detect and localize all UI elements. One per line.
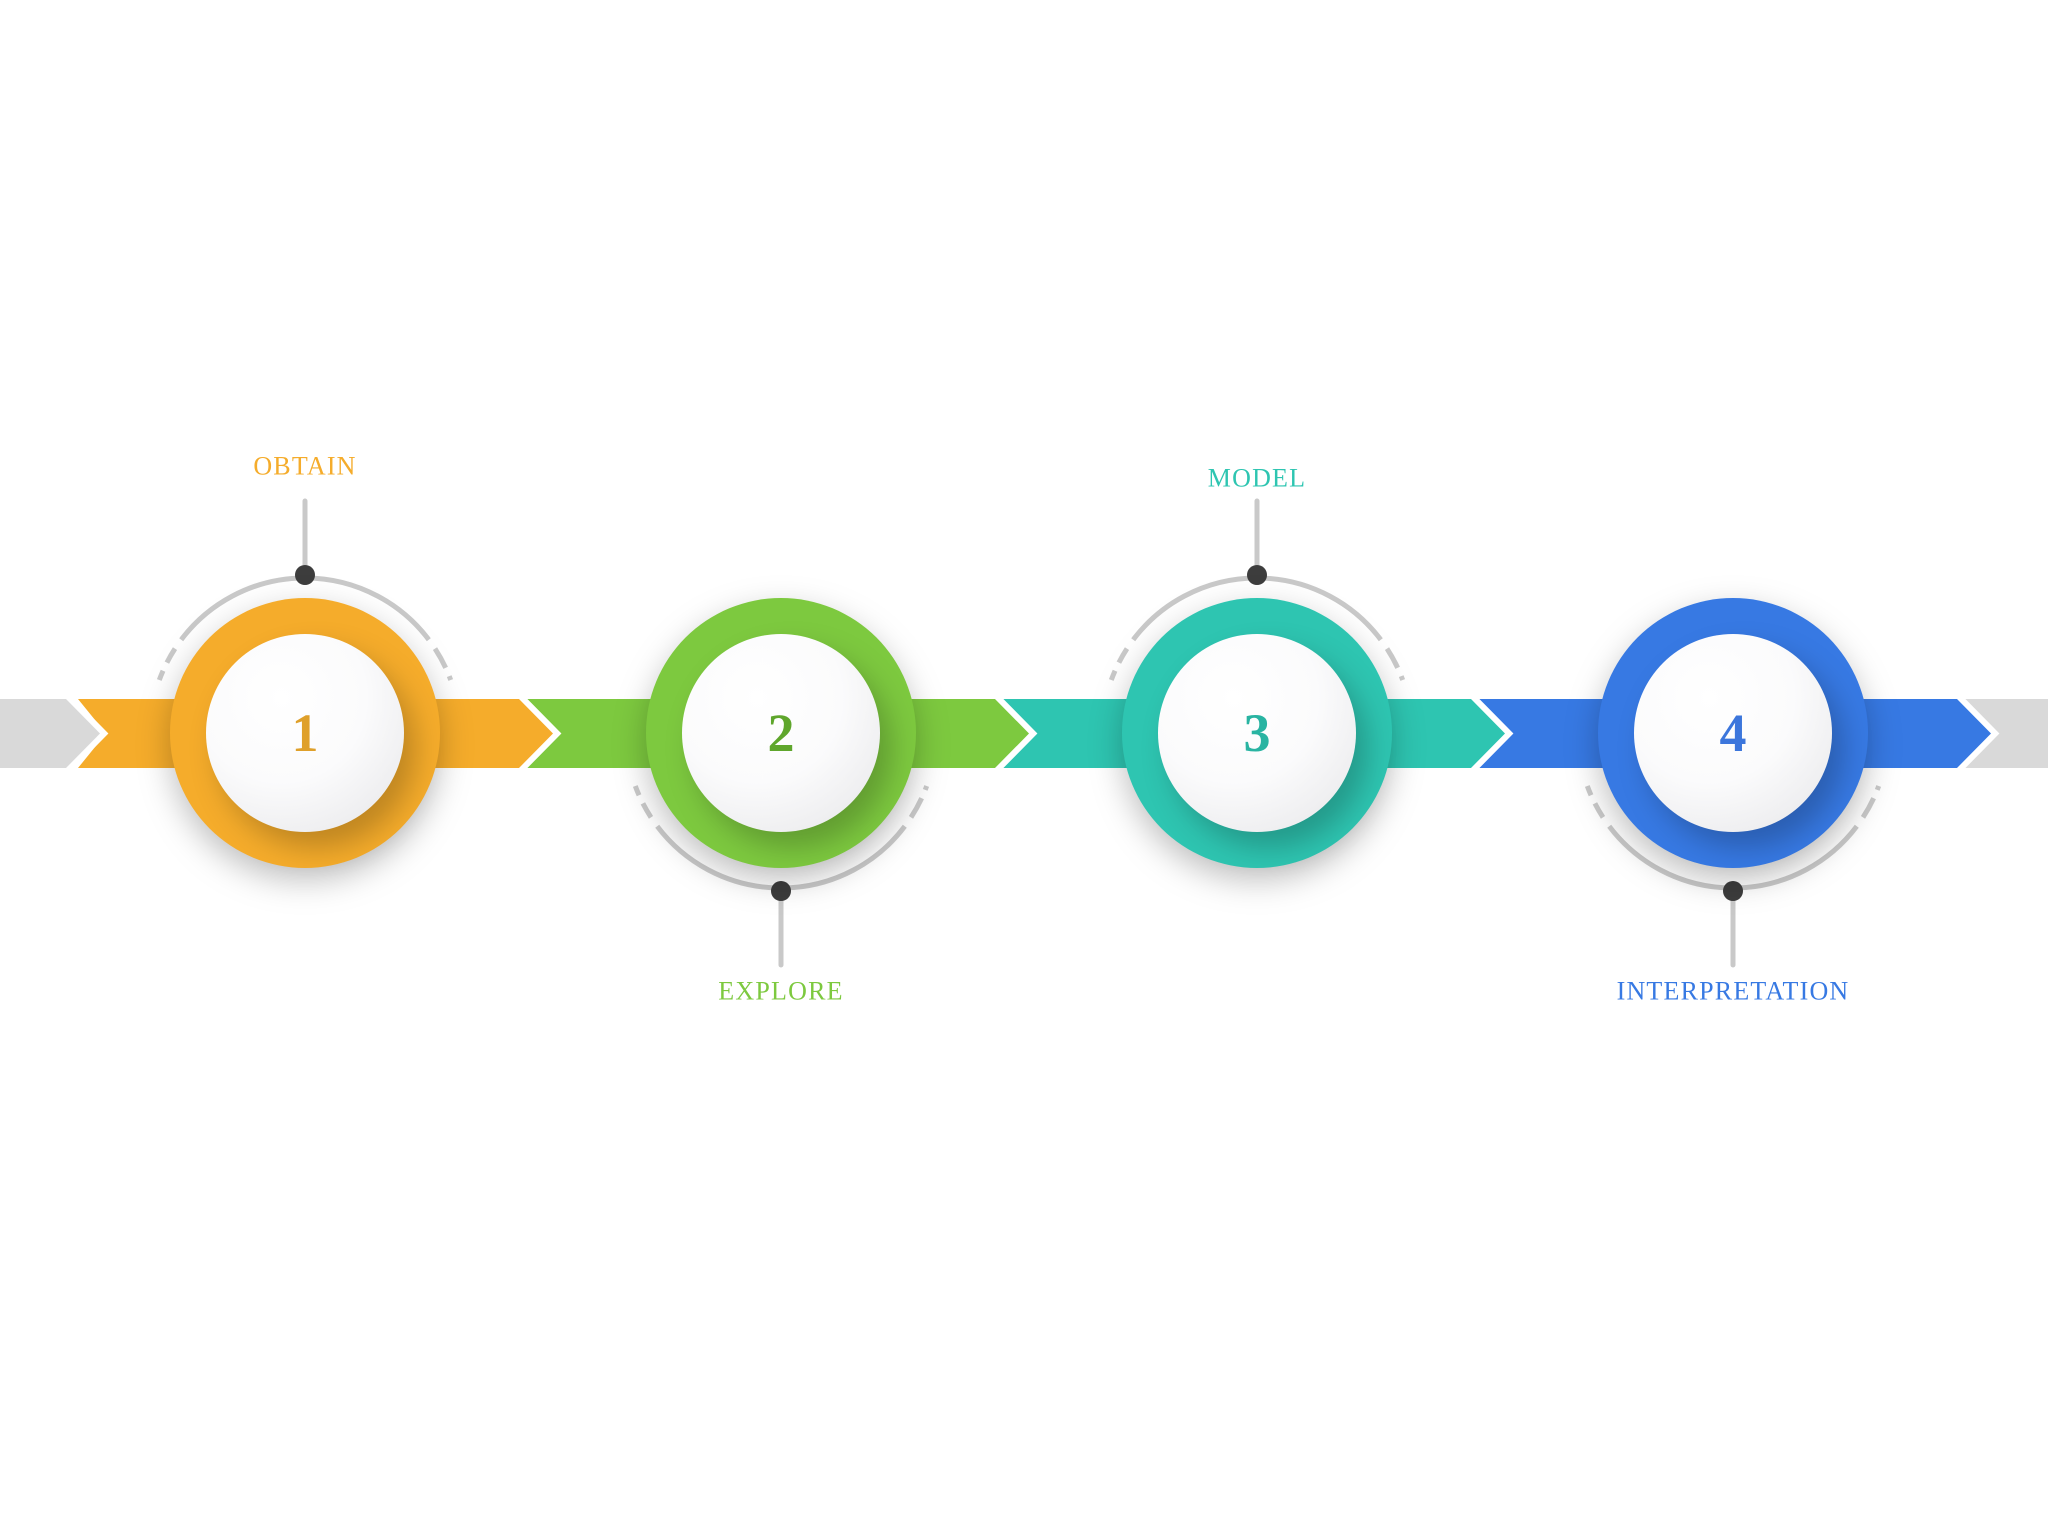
step-3: 3 MODEL	[1108, 464, 1406, 868]
step-label: INTERPRETATION	[1617, 977, 1850, 1006]
step-circle	[206, 634, 404, 832]
step-label: MODEL	[1208, 464, 1306, 493]
step-circle	[682, 634, 880, 832]
progress-arc-dashed-right	[1384, 647, 1406, 681]
step-1: 1 OBTAIN	[156, 452, 454, 868]
step-circle	[1158, 634, 1356, 832]
step-number: 3	[1244, 703, 1271, 763]
step-number: 4	[1720, 703, 1747, 763]
progress-arc-dashed-right	[432, 647, 454, 681]
step-number: 2	[768, 703, 795, 763]
step-number: 1	[292, 703, 319, 763]
step-circle	[1634, 634, 1832, 832]
connector-dot	[1723, 881, 1743, 901]
progress-arc-dashed-right	[1860, 785, 1882, 819]
progress-arc-dashed-left	[156, 647, 178, 681]
progress-arc-dashed-left	[632, 785, 654, 819]
connector-dot	[771, 881, 791, 901]
connector-dot	[295, 565, 315, 585]
connector-dot	[1247, 565, 1267, 585]
flow-arrow-start-gray	[0, 693, 109, 774]
step-2: 2 EXPLORE	[632, 598, 930, 1006]
step-4: 4 INTERPRETATION	[1584, 598, 1882, 1006]
progress-arc-dashed-left	[1108, 647, 1130, 681]
progress-arc-dashed-left	[1584, 785, 1606, 819]
step-label: EXPLORE	[718, 977, 843, 1006]
progress-arc-dashed-right	[908, 785, 930, 819]
step-label: OBTAIN	[253, 452, 356, 481]
